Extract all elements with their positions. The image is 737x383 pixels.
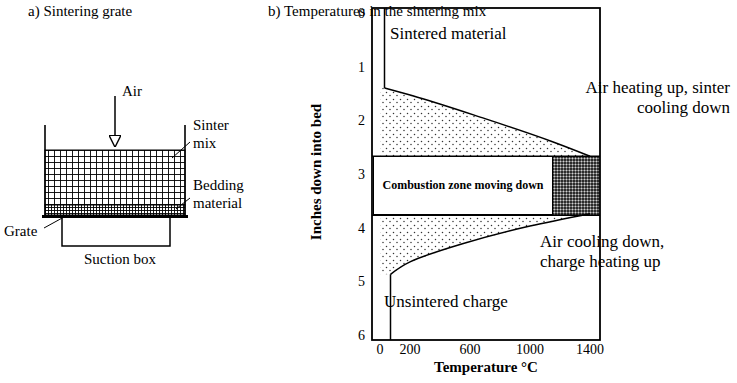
region-label: Air heating up, sinter cooling down: [580, 78, 730, 119]
zone-box: Combustion zone moving down: [373, 156, 553, 215]
flow-label: Air: [122, 82, 142, 100]
panel-title: b) Temperatures in the sintering mix: [268, 2, 486, 20]
region-label: Air cooling down, charge heating up: [540, 232, 695, 273]
panel-title: a) Sintering grate: [28, 2, 132, 20]
tick-label: 0: [358, 6, 365, 23]
tick-label: 6: [358, 328, 365, 345]
part-label: Sinter mix: [193, 116, 251, 152]
tick-label: 3: [358, 167, 365, 184]
tick-label: 4: [358, 220, 365, 237]
part-label: Grate: [4, 222, 37, 240]
zone-label: Combustion zone moving down: [382, 178, 543, 193]
tick-label: 5: [358, 274, 365, 291]
part-label: Suction box: [84, 250, 156, 268]
stipple: [380, 88, 590, 156]
axis-title: Inches down into bed: [307, 104, 325, 240]
part-label: Bedding material: [193, 176, 265, 212]
temperature-curve: [385, 88, 591, 156]
plot-frame: [372, 8, 600, 340]
tick-label: 200: [400, 342, 421, 359]
tick-label: 0: [377, 342, 384, 359]
tick-label: 1000: [516, 342, 544, 359]
tick-label: 2: [358, 113, 365, 130]
tick-label: 1: [358, 59, 365, 76]
axis-title: Temperature °C: [434, 358, 538, 376]
sintering-grate: [42, 96, 190, 246]
tick-label: 600: [460, 342, 481, 359]
tick-label: 1400: [576, 342, 604, 359]
combustion-fill: [553, 156, 600, 215]
temperature-chart: [372, 8, 600, 340]
region-label: Unsintered charge: [384, 292, 508, 312]
region-label: Sintered material: [390, 24, 507, 44]
